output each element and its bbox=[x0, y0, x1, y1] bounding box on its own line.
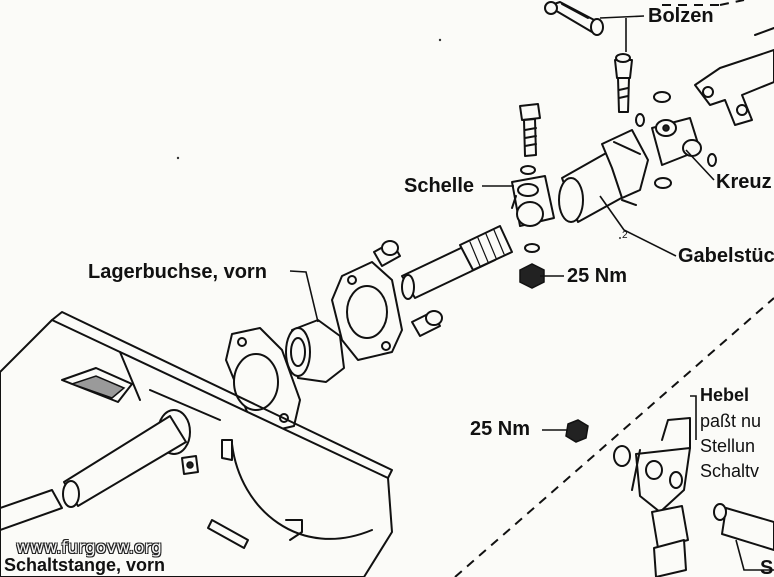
label-kreuz: Kreuz bbox=[716, 171, 772, 193]
lagerbuchse-bushing-part bbox=[285, 319, 345, 383]
leader-lines bbox=[289, 15, 774, 571]
schelle-bolt-part bbox=[519, 103, 541, 157]
gabelstueck-yoke-part bbox=[558, 129, 649, 223]
label-bottom-right-fragment: S bbox=[760, 557, 774, 577]
nut-lower bbox=[565, 419, 589, 443]
label-schelle: Schelle bbox=[404, 175, 475, 197]
label-bolzen: Bolzen bbox=[648, 5, 714, 27]
nut-upper bbox=[519, 263, 545, 289]
flange-plate-upper bbox=[331, 261, 403, 361]
bolzen-bolt-part bbox=[544, 1, 604, 36]
schelle-clamp-part bbox=[511, 175, 555, 227]
hebel-lever-part bbox=[631, 417, 691, 577]
bolzen-pin-part bbox=[614, 53, 633, 113]
label-gabelstueck: Gabelstüc bbox=[678, 245, 774, 267]
washers bbox=[520, 91, 717, 467]
small-bolt-lower bbox=[411, 310, 443, 337]
housing-tube-part bbox=[0, 311, 393, 577]
spline-shaft-part bbox=[401, 225, 513, 300]
lower-right-pin-part bbox=[713, 503, 774, 551]
label-torque-upper: 25 Nm bbox=[567, 265, 628, 287]
print-specks bbox=[176, 38, 621, 239]
upper-bracket-part bbox=[694, 27, 774, 126]
label-hebel-note-2: Stellun bbox=[700, 436, 756, 456]
label-torque-lower: 25 Nm bbox=[470, 418, 531, 440]
flange-plate-lower bbox=[225, 327, 301, 433]
label-schaltstange: Schaltstange, vorn bbox=[4, 555, 166, 575]
small-bolt-upper bbox=[373, 240, 401, 267]
label-hebel: Hebel bbox=[700, 385, 750, 405]
watermark: www.furgovw.org bbox=[16, 538, 162, 558]
small-mark: 2 bbox=[622, 230, 628, 241]
label-hebel-note-1: paßt nu bbox=[700, 411, 762, 431]
label-hebel-note-3: Schaltv bbox=[700, 461, 760, 481]
label-lagerbuchse: Lagerbuchse, vorn bbox=[88, 261, 267, 283]
dashed-boundary-lines bbox=[454, 0, 774, 577]
